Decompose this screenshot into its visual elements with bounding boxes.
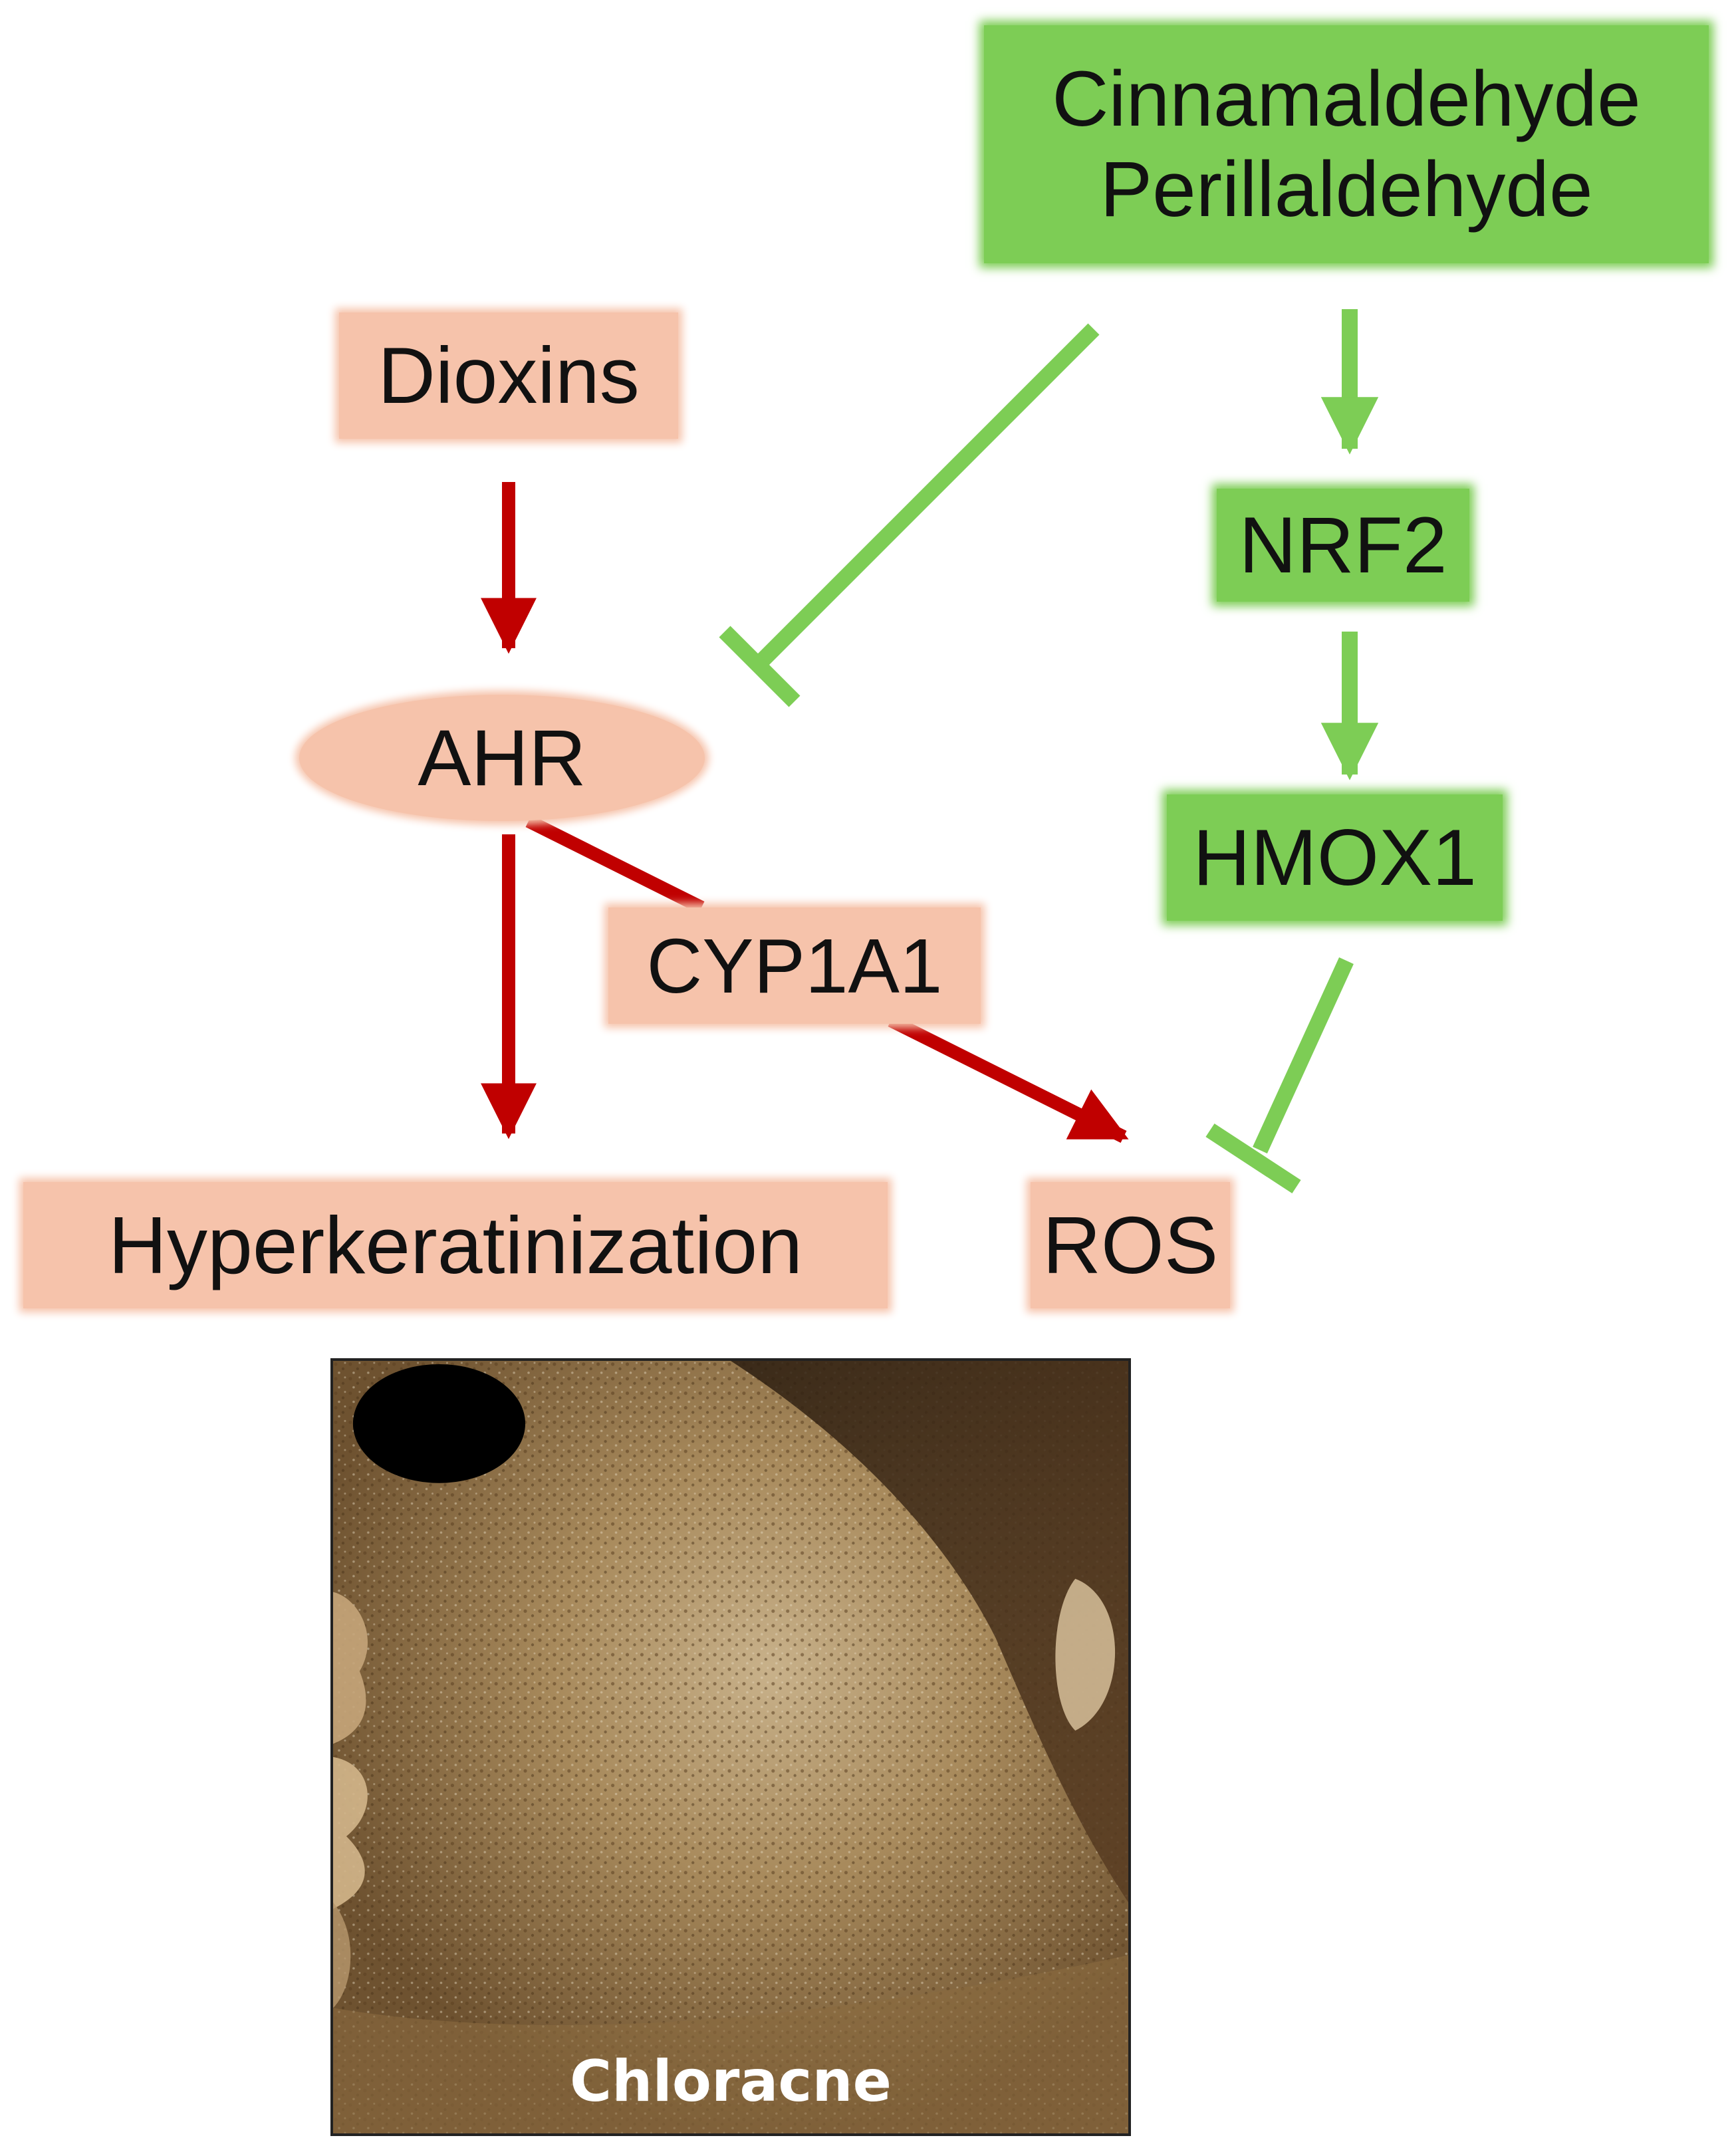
chloracne-photo: Chloracne <box>330 1358 1131 2136</box>
hmox1-label: HMOX1 <box>1193 813 1477 902</box>
photo-label: Chloracne <box>570 2048 892 2115</box>
cyp1a1-node: CYP1A1 <box>608 907 981 1024</box>
hyperkeratinization-label: Hyperkeratinization <box>108 1200 803 1290</box>
nrf2-node: NRF2 <box>1217 489 1469 602</box>
line-ahr-to-cyp1a1 <box>525 815 705 913</box>
cyp1a1-label: CYP1A1 <box>646 922 943 1009</box>
arrow-cyp1a1-to-ros <box>888 1015 1129 1143</box>
dioxins-label: Dioxins <box>378 331 640 420</box>
hmox1-node: HMOX1 <box>1167 794 1503 921</box>
privacy-blackout <box>352 1364 526 1483</box>
nrf2-label: NRF2 <box>1239 501 1447 590</box>
skin-photo-illustration <box>333 1361 1128 2133</box>
ros-label: ROS <box>1042 1200 1219 1290</box>
ros-node: ROS <box>1031 1182 1230 1308</box>
dioxins-node: Dioxins <box>339 312 678 439</box>
compound-cinnamaldehyde: Cinnamaldehyde <box>1052 55 1641 143</box>
ahr-label: AHR <box>418 713 586 802</box>
ahr-node: AHR <box>299 695 705 821</box>
hyperkeratinization-node: Hyperkeratinization <box>23 1182 888 1308</box>
compound-perillaldehyde: Perillaldehyde <box>1100 146 1593 233</box>
inhibit-compounds-to-ahr <box>719 323 1100 707</box>
inhibit-hmox1-to-ros <box>1205 957 1354 1194</box>
compounds-node: Cinnamaldehyde Perillaldehyde <box>984 25 1709 263</box>
